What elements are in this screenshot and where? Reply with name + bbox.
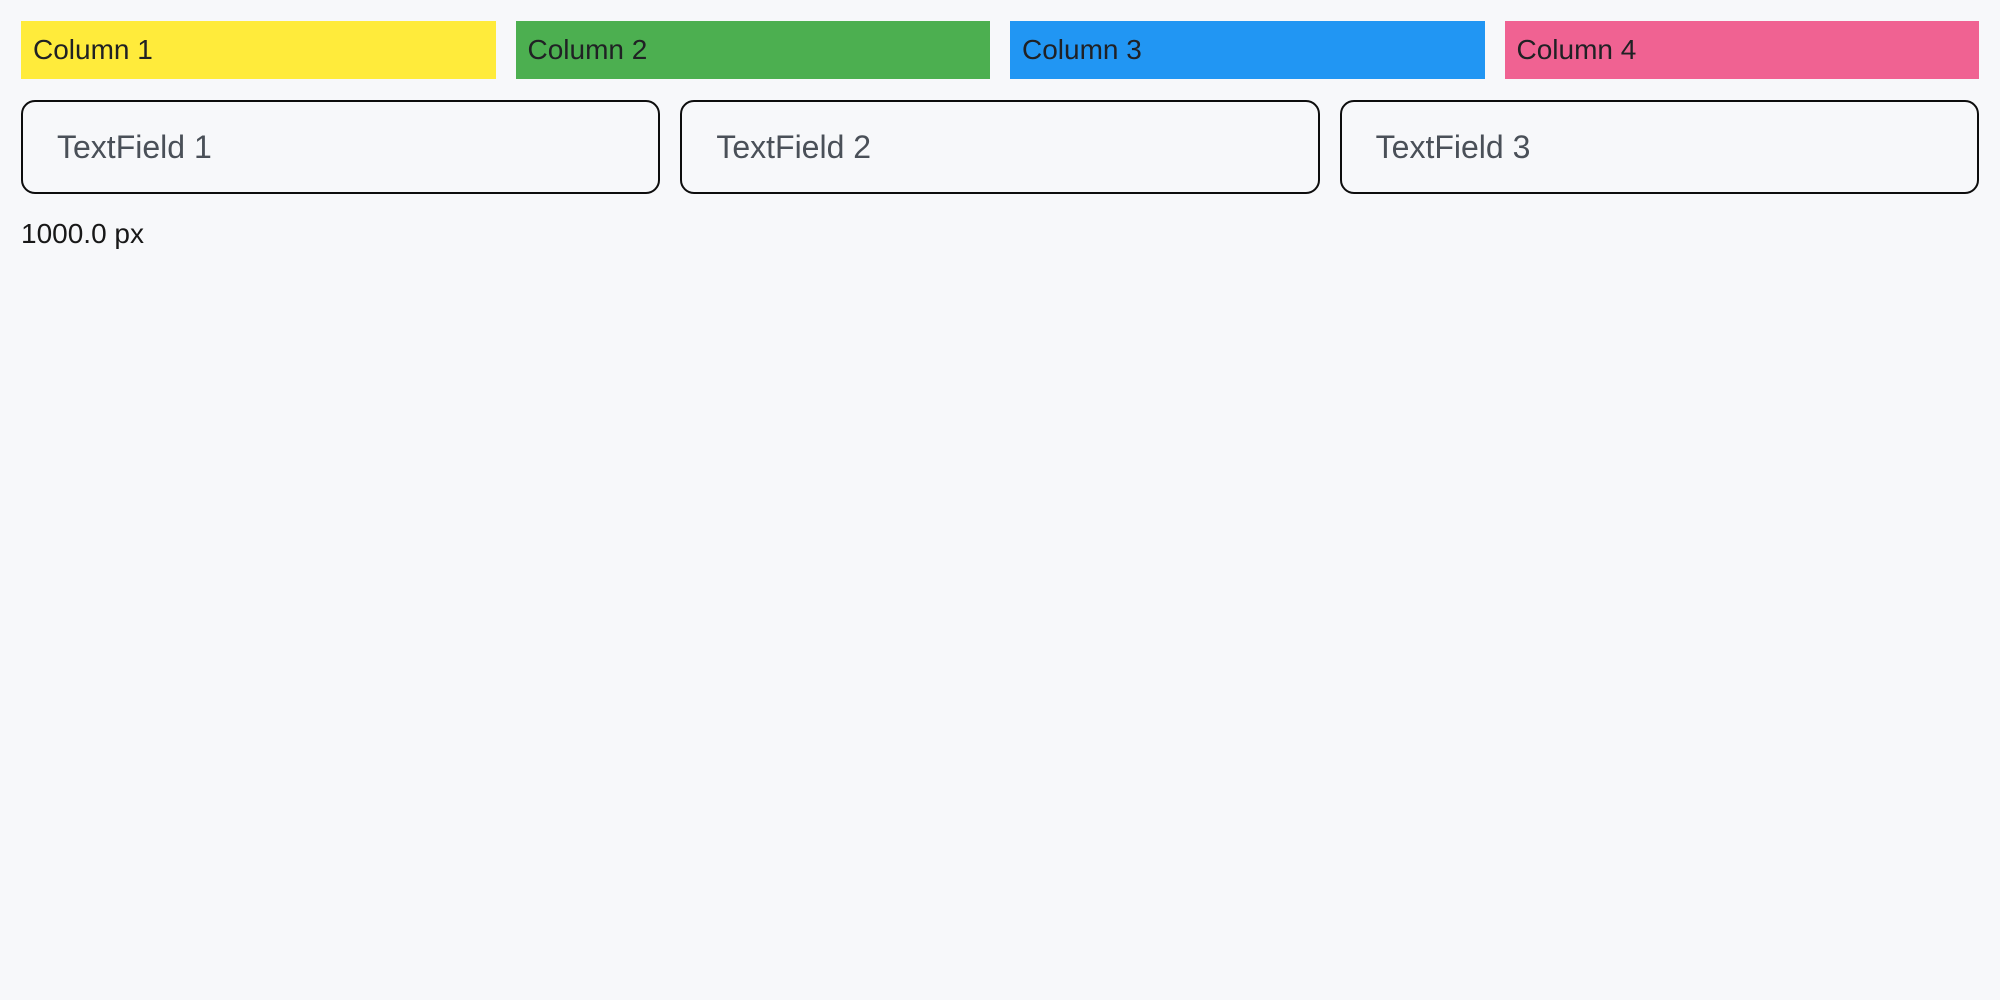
- column-box-4: Column 4: [1504, 21, 1979, 79]
- columns-row: Column 1 Column 2 Column 3 Column 4: [21, 21, 1979, 79]
- column-label-1: Column 1: [33, 34, 153, 65]
- column-box-2: Column 2: [515, 21, 990, 79]
- column-label-4: Column 4: [1516, 34, 1637, 65]
- screen-width-label: 1000.0 px: [21, 218, 144, 249]
- column-label-2: Column 2: [527, 34, 648, 65]
- column-box-1: Column 1: [21, 21, 496, 79]
- column-box-3: Column 3: [1010, 21, 1485, 79]
- column-label-3: Column 3: [1022, 34, 1142, 65]
- textfields-row: [21, 100, 1979, 194]
- textfield-1[interactable]: [21, 100, 661, 194]
- textfield-2[interactable]: [680, 100, 1320, 194]
- textfield-3[interactable]: [1339, 100, 1979, 194]
